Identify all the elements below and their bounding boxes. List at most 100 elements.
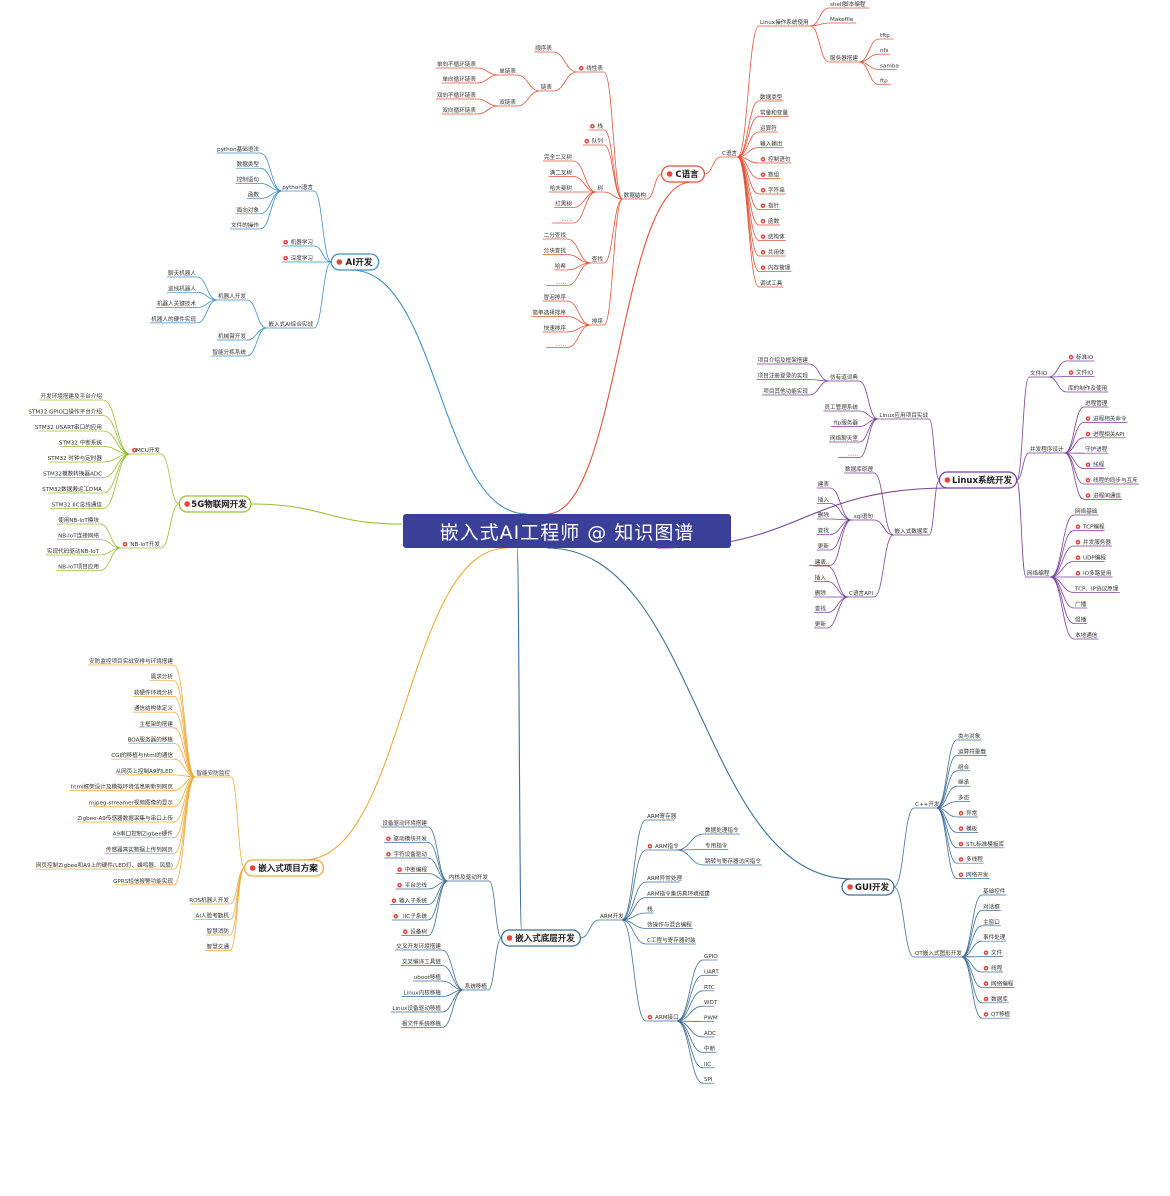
mindmap-node[interactable]: STM32 时钟与定时器 [48,454,103,463]
node-sql[interactable]: sql语句 [851,512,874,521]
mindmap-node[interactable]: TCP编程 [1074,523,1105,531]
mindmap-node[interactable]: 多态 [957,794,971,802]
mindmap-node[interactable]: 本地通信 [1074,631,1099,640]
mindmap-node[interactable]: 完全二叉树 [543,153,573,162]
mindmap-node[interactable]: 巡线机器人 [167,284,197,293]
node-double-list[interactable]: 双链表 [498,98,517,107]
mindmap-node[interactable]: SPI [703,1077,715,1084]
node-linked-list[interactable]: 链表 [539,83,553,92]
mindmap-node[interactable]: 通信结构体定义 [132,704,174,713]
mindmap-node[interactable]: 调试工具 [759,279,784,288]
mindmap-node[interactable]: 函数 [759,217,781,226]
mindmap-node[interactable]: 跳转与寄存器访问指令 [704,857,762,866]
mindmap-node[interactable]: 继承 [957,778,971,787]
node-smart-security[interactable]: 智能安防监控 [195,769,231,778]
topic-gui-dev[interactable]: GUI开发 [841,878,895,896]
mindmap-node[interactable]: TCP、IP协议原理 [1074,585,1120,593]
mindmap-node[interactable]: 更新 [813,620,827,629]
mindmap-node[interactable]: GPIO [703,954,718,961]
mindmap-node[interactable]: 结构体 [759,233,786,241]
mindmap-node[interactable]: 更新 [816,542,830,551]
node-stack[interactable]: 栈 [588,122,604,131]
node-concurrency[interactable]: 并发程序设计 [1029,445,1065,454]
mindmap-node[interactable]: ...... [546,342,567,348]
mindmap-node[interactable]: 项目注册登录的实现 [756,372,809,380]
topic-embedded-projects[interactable]: 嵌入式项目方案 [243,859,325,877]
mindmap-node[interactable]: html框架设计及模拟环境信息刷新到网页 [69,783,174,791]
mindmap-node[interactable]: 常量和变量 [759,109,789,117]
mindmap-node[interactable]: nfs [879,48,891,55]
node-c-api[interactable]: C语言API [848,589,874,598]
mindmap-node[interactable]: 驱动模块开发 [384,835,428,843]
mindmap-node[interactable]: 插入 [813,574,827,582]
mindmap-node[interactable]: ARM指令集仿真环境搭建 [646,890,710,898]
mindmap-node[interactable]: 建表 [813,558,827,567]
mindmap-node[interactable]: WDT [703,1000,718,1007]
mindmap-node[interactable]: 主窗口 [982,918,1001,927]
mindmap-node[interactable]: 需求分析 [149,673,174,682]
mindmap-node[interactable]: 安防监控项目实战安排与环境搭建 [88,657,174,666]
mindmap-node[interactable]: ftp [879,79,891,85]
mindmap-node[interactable]: ftp服务器 [830,419,859,427]
mindmap-node[interactable]: NB-IoT连接网络 [56,532,100,540]
mindmap-node[interactable]: 平台总线 [395,881,428,890]
mindmap-node[interactable]: 组合 [957,763,971,772]
mindmap-node[interactable]: 文件IO [1067,369,1095,377]
mindmap-node[interactable]: 网页控制Zigbee和A9上的硬件(LED灯、蜂鸣器、风扇) [36,861,174,870]
mindmap-node[interactable]: mjpeg-streamer视频图像的显示 [88,798,174,807]
mindmap-node[interactable]: 进程管理 [1084,399,1109,408]
mindmap-node[interactable]: 组播 [1074,616,1088,624]
mindmap-node[interactable]: 快速排序 [542,324,567,333]
mindmap-node[interactable]: 智慧交通 [205,943,230,951]
mindmap-node[interactable]: shell脚本编程 [829,0,870,9]
mindmap-node[interactable]: python基础语法 [216,145,260,154]
node-arm-register[interactable]: ARM寄存器 [646,812,677,821]
mindmap-node[interactable]: STM32模数转换器ADC [43,470,103,478]
mindmap-node[interactable]: UDP编程 [1074,554,1106,562]
mindmap-node[interactable]: 删除 [813,589,827,598]
mindmap-node[interactable]: 标准IO [1067,353,1095,362]
mindmap-node[interactable]: 进程间通信 [1084,491,1122,500]
mindmap-node[interactable]: 满二叉树 [548,169,573,177]
mindmap-node[interactable]: STM32 GPIO口操作平台介绍 [28,408,103,416]
mindmap-node[interactable]: 数据类型 [235,160,260,169]
node-cpp-dev[interactable]: C++开发 [914,800,940,809]
mindmap-node[interactable]: A9串口控制Zigbee硬件 [113,830,174,839]
mindmap-node[interactable]: samba [879,63,899,70]
mindmap-node[interactable]: 网络编程 [982,979,1015,988]
mindmap-node[interactable]: 红黑树 [554,200,573,208]
mindmap-node[interactable]: AI人脸考勤机 [193,912,230,920]
mindmap-node[interactable]: 二分查找 [542,231,567,240]
mindmap-node[interactable]: 机器人关键技术 [155,300,197,308]
mindmap-node[interactable]: ROS机器人开发 [189,896,230,905]
mindmap-node[interactable]: 线程 [1084,461,1106,469]
mindmap-node[interactable]: 网络开发 [957,871,990,879]
mindmap-node[interactable]: 类与对象 [957,732,982,741]
node-machine-learning[interactable]: 机器学习 [281,238,314,247]
mindmap-node[interactable]: Linux内核移植 [401,989,442,997]
mindmap-node[interactable]: 双向不循环链表 [435,91,477,100]
node-linux-ops[interactable]: Linux操作系统使用 [759,18,811,27]
mindmap-node[interactable]: ...... [552,217,573,224]
node-arm-interface[interactable]: ARM接口 [646,1013,679,1022]
mindmap-node[interactable]: 文件 [982,949,1004,957]
mindmap-node[interactable]: 面向对象 [235,206,260,215]
mindmap-node[interactable]: 设备树 [401,928,428,936]
mindmap-node[interactable]: IO多路复用 [1074,569,1113,578]
mindmap-node[interactable]: 实现代码驱动NB-IoT [45,547,100,556]
mindmap-node[interactable]: 文件的操作 [230,221,260,230]
mindmap-node[interactable]: 运算符 [759,124,778,133]
mindmap-node[interactable]: 运算符重载 [957,747,987,756]
mindmap-node[interactable]: 主框架的搭建 [138,720,174,729]
mindmap-node[interactable]: 哈夫曼树 [548,184,573,193]
node-sorting-system[interactable]: 智能分拣系统 [211,348,247,357]
mindmap-node[interactable]: 线程 [982,964,1004,973]
mindmap-node[interactable]: ARM异常处理 [646,874,682,883]
mindmap-node[interactable]: 项目其他功能实现 [762,387,809,396]
mindmap-node[interactable]: PWM [703,1016,718,1022]
mindmap-node[interactable]: BOA服务器的移植 [128,736,174,744]
mindmap-node[interactable]: 对话框 [982,902,1001,911]
mindmap-node[interactable]: 并发服务器 [1074,538,1112,547]
mindmap-node[interactable]: 从网页上控制A9的LED [115,767,174,776]
mindmap-node[interactable]: ...... [546,280,567,286]
